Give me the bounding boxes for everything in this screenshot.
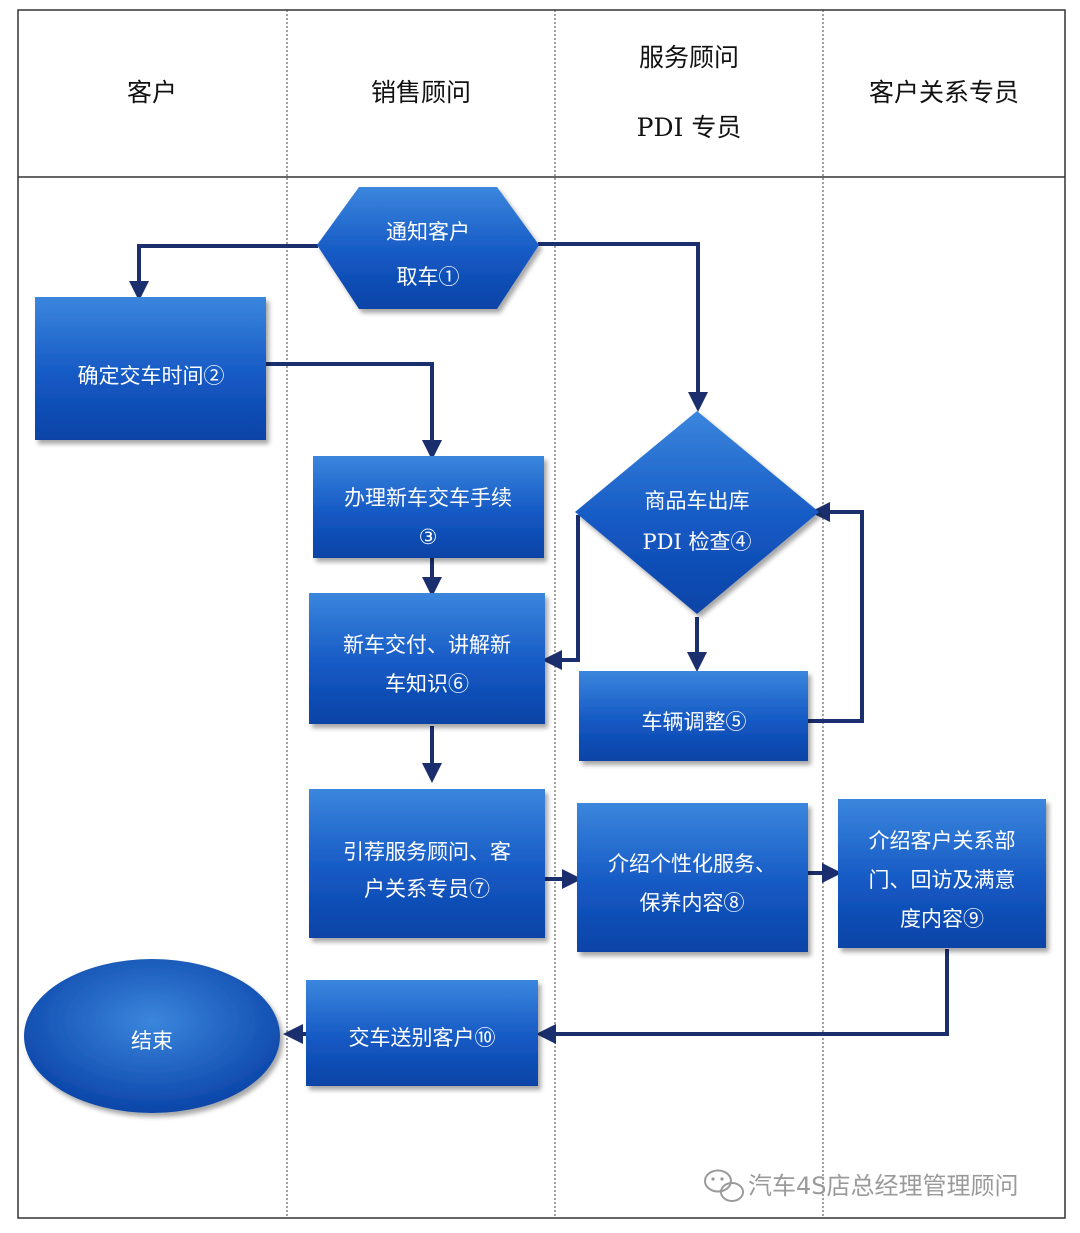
node-label: 结束 <box>131 1029 173 1053</box>
node-label: 介绍客户关系部 <box>869 829 1016 853</box>
arrow-confirm-to-procedures <box>266 362 442 460</box>
node-new-car-procedures: 办理新车交车手续 ③ <box>313 456 544 558</box>
arrow-adjust-to-pdi <box>808 502 864 723</box>
node-label: ③ <box>419 525 438 549</box>
lane-header-label: 销售顾问 <box>371 78 471 107</box>
node-label: 车辆调整⑤ <box>642 710 747 734</box>
lane-header-label: 客户关系专员 <box>869 78 1019 107</box>
node-vehicle-adjustment: 车辆调整⑤ <box>579 671 808 761</box>
lane-header-label: 客户 <box>127 78 177 107</box>
node-confirm-delivery-time: 确定交车时间② <box>35 297 266 440</box>
arrow-notify-to-pdi <box>538 242 708 412</box>
node-label: 确定交车时间② <box>78 364 225 388</box>
node-farewell: 交车送别客户⑩ <box>306 980 538 1086</box>
node-label: 办理新车交车手续 <box>344 486 512 510</box>
node-label: 交车送别客户⑩ <box>349 1026 496 1050</box>
node-label: PDI 检查④ <box>643 530 752 554</box>
node-label: 保养内容⑧ <box>640 891 745 915</box>
lane-header-customer-relations: 客户关系专员 <box>869 78 1019 107</box>
lane-header-sales-consultant: 销售顾问 <box>371 78 471 107</box>
node-notify-customer: 通知客户 取车① <box>317 187 539 309</box>
watermark-text: 汽车4S店总经理管理顾问 <box>748 1172 1019 1200</box>
node-label: 介绍个性化服务、 <box>608 852 776 876</box>
lane-header-customer: 客户 <box>127 78 177 107</box>
arrow-pdi-to-delivery <box>542 515 580 670</box>
node-car-delivery-explanation: 新车交付、讲解新 车知识⑥ <box>309 593 545 724</box>
lane-header-label: 服务顾问 <box>639 43 739 72</box>
node-introduce-crm: 介绍客户关系部 门、回访及满意 度内容⑨ <box>838 799 1046 948</box>
node-pdi-inspection: 商品车出库 PDI 检查④ <box>575 411 819 614</box>
node-label: 商品车出库 <box>645 489 750 513</box>
swimlane-table <box>17 9 1066 1219</box>
node-label: 户关系专员⑦ <box>364 877 490 901</box>
node-label: 取车① <box>397 265 460 289</box>
node-label: 车知识⑥ <box>385 672 469 696</box>
lane-header-sublabel: PDI 专员 <box>637 113 742 142</box>
node-label: 新车交付、讲解新 <box>343 633 511 657</box>
arrow-crm-to-farewell <box>536 949 949 1044</box>
node-label: 通知客户 <box>386 220 470 244</box>
connectors <box>129 242 949 1044</box>
node-label: 门、回访及满意 <box>869 868 1016 892</box>
watermark: 汽车4S店总经理管理顾问 <box>704 1169 1019 1202</box>
lane-header-service-advisor: 服务顾问 PDI 专员 <box>637 43 742 142</box>
node-introduce-service: 介绍个性化服务、 保养内容⑧ <box>577 803 808 952</box>
arrow-notify-to-confirm <box>129 244 318 301</box>
wechat-icon <box>704 1169 744 1202</box>
node-label: 引荐服务顾问、客 <box>343 840 511 864</box>
node-end: 结束 <box>24 959 280 1113</box>
node-label: 度内容⑨ <box>900 907 984 931</box>
node-introduce-staff: 引荐服务顾问、客 户关系专员⑦ <box>309 789 545 938</box>
